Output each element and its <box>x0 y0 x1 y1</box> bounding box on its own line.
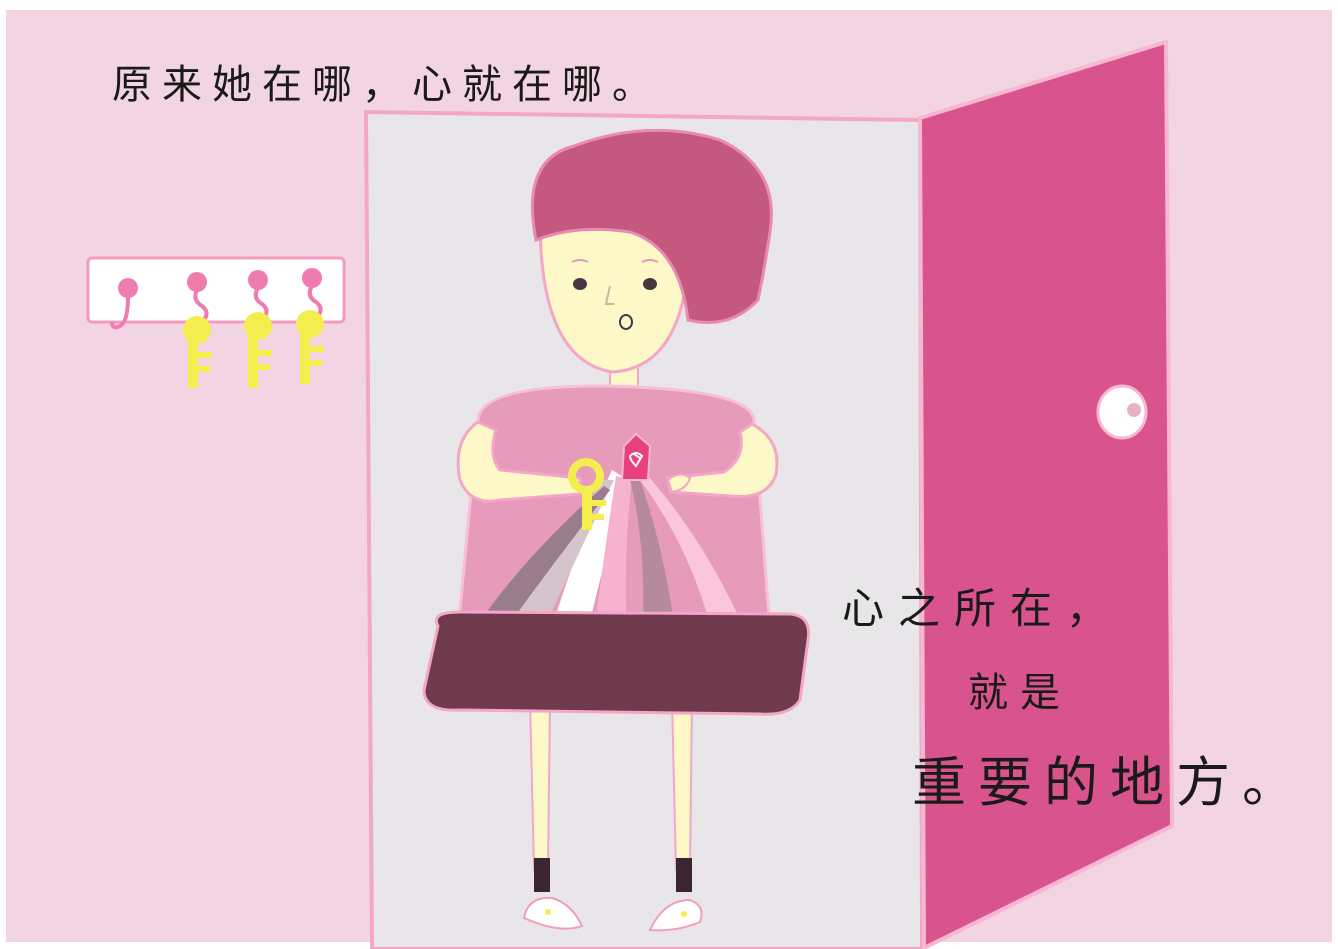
hanging-keys <box>183 310 324 388</box>
dark-band <box>422 610 811 716</box>
caption-top: 原来她在哪，心就在哪。 <box>112 62 662 108</box>
heart-icon <box>620 432 652 481</box>
door-knob-icon <box>1096 384 1148 440</box>
key-icon <box>568 458 606 530</box>
head <box>530 128 773 374</box>
caption-right-line-3: 重要的地方。 <box>912 751 1308 814</box>
key-icon <box>244 312 272 388</box>
hair <box>530 128 773 324</box>
torso <box>422 384 811 716</box>
key-rack-icon <box>86 256 346 330</box>
caption-right-line-1: 心之所在， <box>842 584 1123 633</box>
open-door <box>917 39 1175 949</box>
key-icon <box>183 316 212 388</box>
arms <box>456 420 779 503</box>
legs <box>528 699 694 892</box>
key-icon <box>296 310 324 384</box>
shoes <box>522 896 703 932</box>
caption-right-line-2: 就是 <box>968 670 1072 716</box>
